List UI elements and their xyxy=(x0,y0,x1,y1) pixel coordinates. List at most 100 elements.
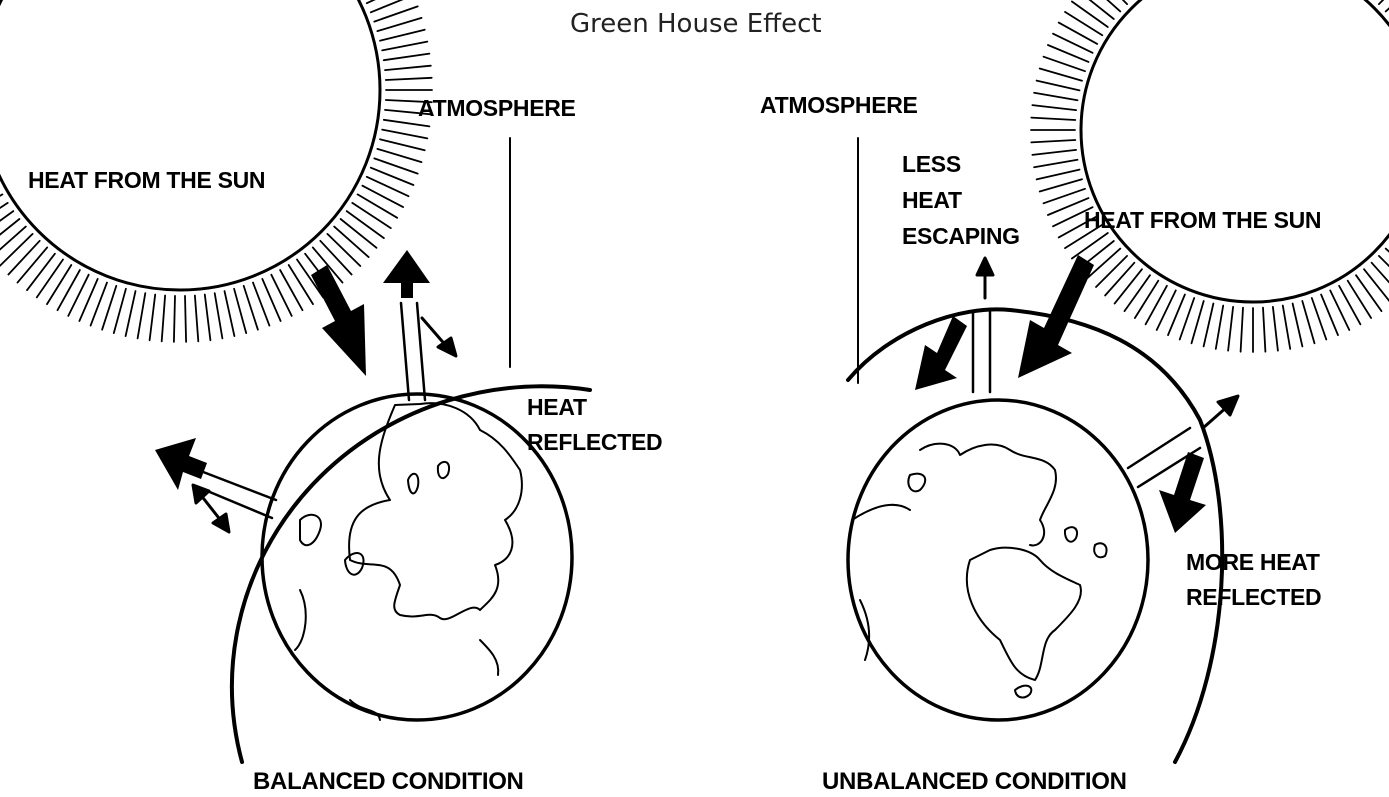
right-downward-arrow-left xyxy=(915,316,967,390)
sun-ray xyxy=(101,284,118,331)
sun-ray xyxy=(1239,306,1244,353)
sun-ray xyxy=(46,264,73,306)
sun-ray xyxy=(112,287,127,335)
left-sun-rays xyxy=(0,0,433,343)
sun-ray xyxy=(1272,305,1279,352)
sun-ray xyxy=(369,166,415,186)
left-reflected-label-line1: HEAT xyxy=(527,394,587,420)
right-atmosphere-label: ATMOSPHERE xyxy=(760,92,918,118)
sun-ray xyxy=(172,294,176,343)
left-side-outgoing-arrow xyxy=(155,438,207,490)
sun-ray xyxy=(369,0,404,14)
sun-ray xyxy=(384,64,432,71)
sun-ray xyxy=(1301,300,1316,345)
left-caption: BALANCED CONDITION xyxy=(253,768,524,795)
sun-ray xyxy=(279,269,304,312)
sun-ray xyxy=(381,40,429,52)
sun-ray xyxy=(16,246,49,284)
sun-ray xyxy=(1291,302,1304,348)
sun-ray xyxy=(1052,206,1094,228)
sun-ray xyxy=(1227,305,1234,352)
sun-ray xyxy=(1190,300,1205,345)
sun-ray xyxy=(296,258,325,299)
left-atmosphere-label: ATMOSPHERE xyxy=(418,95,576,121)
right-escaping-label-line1: LESS xyxy=(902,151,961,177)
sun-ray xyxy=(89,281,108,327)
sun-ray xyxy=(376,16,423,33)
sun-ray xyxy=(373,5,419,23)
sun-ray xyxy=(148,293,157,342)
sun-ray xyxy=(1064,223,1104,250)
left-vertical-conduit-a xyxy=(399,301,411,402)
right-escaping-arrow xyxy=(975,256,995,300)
right-atmosphere-arc xyxy=(846,307,1225,764)
sun-ray xyxy=(193,294,200,343)
sun-ray xyxy=(379,28,426,42)
sun-ray xyxy=(1338,284,1362,326)
sun-ray xyxy=(35,258,64,299)
sun-ray xyxy=(1088,0,1115,20)
right-small-outgoing-arrow xyxy=(1201,394,1240,430)
sun-ray xyxy=(384,99,433,104)
sun-ray xyxy=(1106,0,1122,13)
sun-ray xyxy=(384,76,433,81)
sun-ray xyxy=(1370,261,1389,284)
left-reflected-up-arrow xyxy=(383,250,430,298)
left-reflected-label-line2: REFLECTED xyxy=(527,429,663,455)
right-sun-disc xyxy=(1079,0,1389,304)
sun-ray xyxy=(382,118,431,128)
sun-ray xyxy=(78,277,99,322)
sun-ray xyxy=(1035,79,1081,92)
sun-ray xyxy=(1123,274,1151,313)
sun-ray xyxy=(184,294,188,343)
sun-ray xyxy=(1378,0,1385,5)
sun-ray xyxy=(365,175,410,198)
left-side-double-arrow xyxy=(191,483,231,534)
sun-ray xyxy=(1047,197,1090,216)
sun-ray xyxy=(1378,254,1389,268)
sun-ray xyxy=(242,284,259,331)
sun-ray xyxy=(26,252,56,292)
left-sun-disc xyxy=(0,0,382,292)
sun-ray xyxy=(0,210,15,222)
sun-ray xyxy=(311,246,344,284)
sun-ray xyxy=(1030,139,1077,144)
sun-ray xyxy=(376,147,423,164)
sun-ray xyxy=(333,225,370,259)
sun-ray xyxy=(124,290,137,338)
left-atmosphere-arc xyxy=(230,384,592,764)
sun-ray xyxy=(1329,289,1351,331)
sun-ray xyxy=(287,264,314,306)
sun-ray xyxy=(1042,55,1086,73)
sun-ray xyxy=(1202,302,1215,348)
sun-ray xyxy=(0,218,21,236)
right-earth-continents xyxy=(851,442,1108,699)
left-sun-incoming-arrow xyxy=(311,265,366,376)
sun-ray xyxy=(1178,297,1196,341)
right-reflected-label-line2: REFLECTED xyxy=(1186,584,1322,610)
left-vertical-conduit-b xyxy=(415,301,427,402)
sun-ray xyxy=(223,290,236,338)
sun-ray xyxy=(345,210,385,240)
sun-ray xyxy=(1038,67,1083,82)
sun-ray xyxy=(1042,187,1086,205)
sun-ray xyxy=(252,281,271,327)
right-reflected-label-line1: MORE HEAT xyxy=(1186,549,1320,575)
sun-ray xyxy=(1031,148,1077,156)
sun-ray xyxy=(160,294,167,343)
sun-ray xyxy=(1033,158,1079,169)
sun-ray xyxy=(1057,21,1099,45)
left-small-reflect-arrow xyxy=(420,316,458,358)
right-sun-label: HEAT FROM THE SUN xyxy=(1084,207,1322,233)
sun-ray xyxy=(1104,261,1136,297)
sun-ray xyxy=(1346,279,1372,319)
right-panel-illustration xyxy=(846,0,1389,764)
right-escaping-label-line2: HEAT xyxy=(902,187,962,213)
left-earth-continents xyxy=(294,402,523,721)
sun-ray xyxy=(1086,247,1122,279)
sun-ray xyxy=(1064,10,1104,37)
sun-ray xyxy=(1038,178,1083,193)
sun-ray xyxy=(361,184,405,209)
